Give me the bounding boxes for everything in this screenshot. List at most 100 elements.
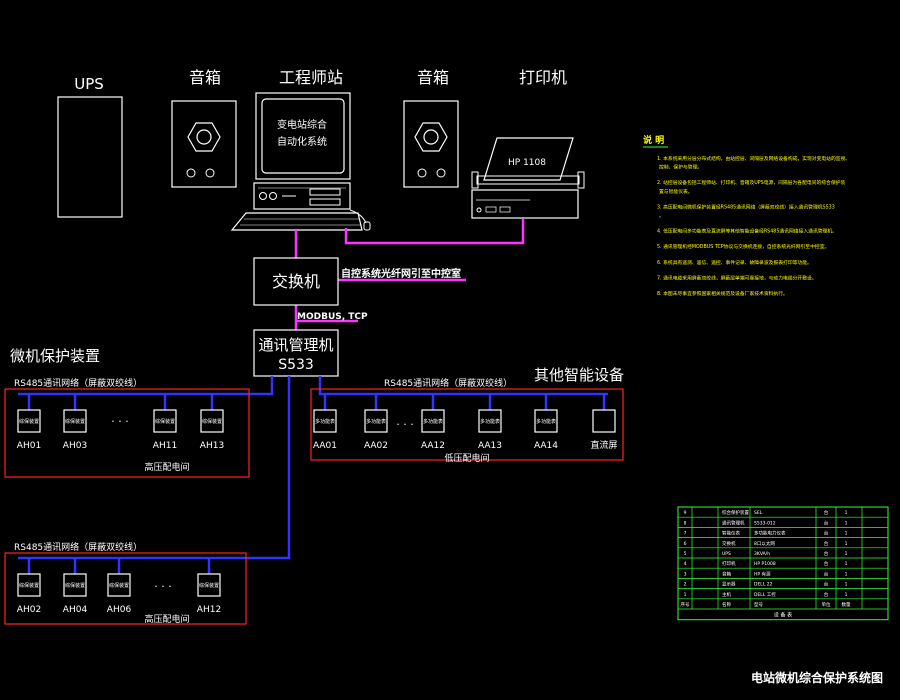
device-box xyxy=(63,573,87,597)
device-box xyxy=(17,409,41,433)
bom-frame xyxy=(677,506,889,621)
device-tag: 综保装置 xyxy=(19,582,39,589)
bom-cell-name: 综合保护装置 xyxy=(722,509,749,516)
monitor-text-line1: 变电站综合 xyxy=(277,118,327,131)
workstation-monitor-icon xyxy=(255,92,351,180)
monitor-text-line2: 自动化系统 xyxy=(277,135,327,148)
bom-footer: 设 备 表 xyxy=(774,612,792,619)
note-paragraph-5: 5. 通讯管理机经MODBUS TCP协议与交换机连接，自控系统光纤网引至中控室… xyxy=(657,243,829,250)
bom-cell-model: 8口以太网 xyxy=(754,540,775,547)
bom-cell-unit: 台 xyxy=(824,570,829,577)
device-id: AH13 xyxy=(200,441,224,451)
ellipsis-bottom-left: · · · xyxy=(154,580,171,593)
ellipsis-top-left: · · · xyxy=(111,415,128,428)
bom-cell-qty: 1 xyxy=(845,531,848,537)
bus-top-right xyxy=(318,376,608,396)
device-id: AH06 xyxy=(107,605,132,615)
device-box xyxy=(364,409,388,433)
bom-header-cell: 型号 xyxy=(754,601,763,608)
bom-cell-qty: 1 xyxy=(845,520,848,526)
bom-cell-no: 2 xyxy=(684,582,687,588)
bom-cell-unit: 台 xyxy=(824,560,829,567)
speaker-right-label: 音箱 xyxy=(417,68,449,87)
bom-cell-name: 显示器 xyxy=(722,582,736,588)
device-groups: 综保装置AH01综保装置AH03综保装置AH11综保装置AH13多功能表AA01… xyxy=(17,394,618,615)
bom-cell-name: 交换机 xyxy=(722,540,736,547)
switch-label: 交换机 xyxy=(272,272,320,291)
bom-cell-unit: 台 xyxy=(824,581,829,588)
device-id: AH02 xyxy=(17,605,41,615)
device-tag: 多功能表 xyxy=(366,418,386,425)
device-box xyxy=(592,409,616,433)
bom-cell-qty: 1 xyxy=(845,571,848,577)
device-id: AH11 xyxy=(153,441,177,451)
bom-header-cell: 名称 xyxy=(722,601,731,608)
note-paragraph-4: 4. 低压配电间多功能表及直流屏等其他智能设备经RS485通讯网络接入通讯管理机… xyxy=(657,228,837,235)
bom-cell-qty: 1 xyxy=(845,541,848,547)
device-box xyxy=(313,409,337,433)
device-id: AA01 xyxy=(313,441,337,451)
ethernet-links xyxy=(294,219,525,330)
device-id: AA02 xyxy=(364,441,388,451)
notes-body: 1. 本系统采用分层分布式结构，由站控层、间隔层及网络设备构成，实现对变电站的监… xyxy=(657,155,850,297)
bom-cell-model: 多功能电力仪表 xyxy=(754,530,786,537)
device-id: 直流屏 xyxy=(590,439,617,451)
device-2: 综保装置 AH11 xyxy=(153,394,177,451)
note-paragraph-3: 3. 高压配电间微机保护装置经RS485通讯网络（屏蔽双绞线）接入通讯管理机S5… xyxy=(657,203,835,219)
device-box xyxy=(200,409,224,433)
bom-cell-qty: 1 xyxy=(845,582,848,588)
bus-top-left xyxy=(18,376,274,396)
device-tag: 综保装置 xyxy=(65,418,85,425)
device-tag: 综保装置 xyxy=(65,582,85,589)
device-tag: 多功能表 xyxy=(315,418,335,425)
device-tag: 综保装置 xyxy=(155,418,175,425)
hv-room-label-bottom: 高压配电间 xyxy=(144,613,189,625)
bom-cell-unit: 台 xyxy=(824,591,829,598)
device-3: 综保装置 AH13 xyxy=(200,394,224,451)
bom-header-cell: 单位 xyxy=(822,601,831,608)
fiber-note: 自控系统光纤网引至中控室 xyxy=(341,267,461,280)
bom-cell-model: 3KVA/h xyxy=(754,551,770,557)
printer-link xyxy=(344,219,525,245)
workstation-pc-icon xyxy=(253,182,351,210)
device-id: AH01 xyxy=(17,441,41,451)
lv-room-frame xyxy=(310,388,624,461)
hv-room-frame-bottom xyxy=(4,552,247,625)
keyboard-icon xyxy=(230,212,363,231)
note-paragraph-6: 6. 系统具有遥测、遥信、遥控、事件记录、故障录波及报表打印等功能。 xyxy=(657,259,812,266)
bom-cell-model: DELL 工控 xyxy=(754,591,776,598)
bom-cell-qty: 1 xyxy=(845,561,848,567)
device-id: AH04 xyxy=(63,605,88,615)
bom-cell-qty: 1 xyxy=(845,510,848,516)
bom-cell-name: 打印机 xyxy=(722,560,736,567)
ups-label: UPS xyxy=(74,75,104,93)
bom-cell-no: 5 xyxy=(684,551,687,557)
rs485-label-top-right: RS485通讯网络（屏蔽双绞线） xyxy=(384,377,512,389)
bom-cell-model: S533-012 xyxy=(754,520,776,526)
device-id: AH03 xyxy=(63,441,87,451)
comm-manager-label-line2: S533 xyxy=(278,357,314,373)
drawing-title: 电站微机综合保护系统图 xyxy=(751,670,883,685)
bom-cell-no: 8 xyxy=(684,520,687,526)
device-tag: 综保装置 xyxy=(199,582,219,589)
mouse-icon xyxy=(349,209,371,231)
group-other-label: 其他智能设备 xyxy=(534,366,624,384)
device-tag: 综保装置 xyxy=(202,418,222,425)
device-box xyxy=(17,573,41,597)
bom-cell-unit: 台 xyxy=(824,540,829,547)
device-1: 综保装置 AH04 xyxy=(63,558,88,615)
bom-cell-no: 7 xyxy=(684,531,687,537)
bom-cell-no: 6 xyxy=(684,541,687,547)
device-box xyxy=(153,409,177,433)
device-5: 直流屏 xyxy=(590,394,618,451)
ups-box xyxy=(57,96,123,218)
